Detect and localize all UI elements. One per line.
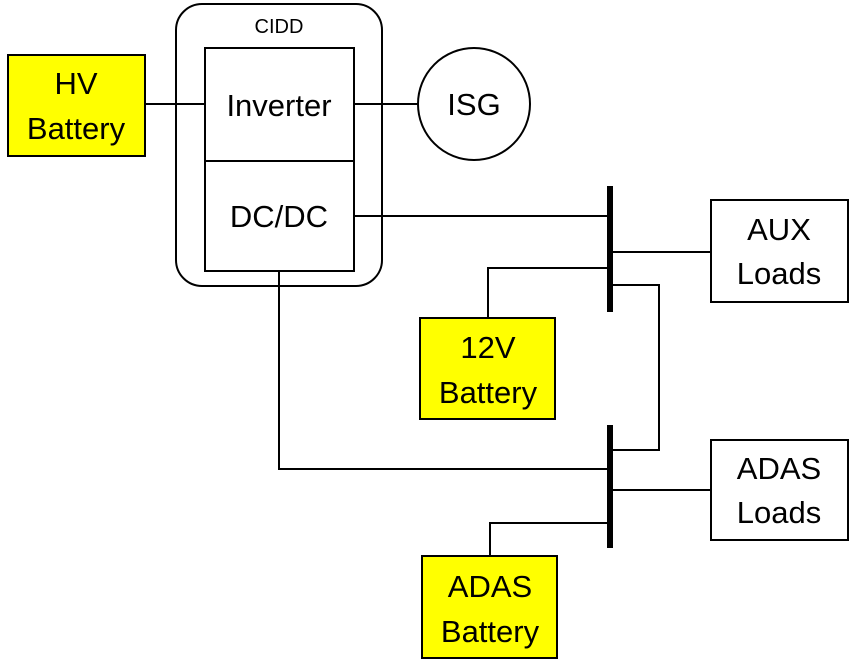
adas-loads-box bbox=[710, 439, 849, 541]
adas-loads-line2: Loads bbox=[737, 495, 821, 530]
adas-loads-line1: ADAS bbox=[737, 451, 821, 486]
aux-loads-box bbox=[710, 199, 849, 303]
adas-battery-box bbox=[421, 555, 558, 659]
adas-battery-line2: Battery bbox=[441, 614, 540, 649]
battery12v-to-upper-bus-wire bbox=[487, 267, 610, 318]
hv-battery-line1: HV bbox=[54, 66, 97, 101]
adas-battery-to-lower-bus-wire bbox=[489, 522, 610, 556]
inverter-label: Inverter bbox=[226, 88, 331, 123]
battery12v-line1: 12V bbox=[460, 330, 515, 365]
isg-label: ISG bbox=[447, 87, 500, 122]
hv-battery-box bbox=[7, 54, 146, 157]
inverter-dcdc-box bbox=[204, 47, 355, 272]
cidd-label: CIDD bbox=[255, 16, 304, 38]
upper-to-lower-bus-tie bbox=[610, 284, 660, 451]
dcdc-label: DC/DC bbox=[230, 199, 328, 234]
adas-battery-line1: ADAS bbox=[448, 569, 532, 604]
battery12v-box bbox=[419, 317, 556, 420]
dcdc-to-lower-bus-wire bbox=[278, 271, 610, 470]
hv-battery-line2: Battery bbox=[27, 111, 126, 146]
battery12v-line2: Battery bbox=[439, 375, 538, 410]
aux-loads-line1: AUX bbox=[747, 212, 811, 247]
isg-circle bbox=[417, 47, 531, 161]
aux-loads-line2: Loads bbox=[737, 256, 821, 291]
